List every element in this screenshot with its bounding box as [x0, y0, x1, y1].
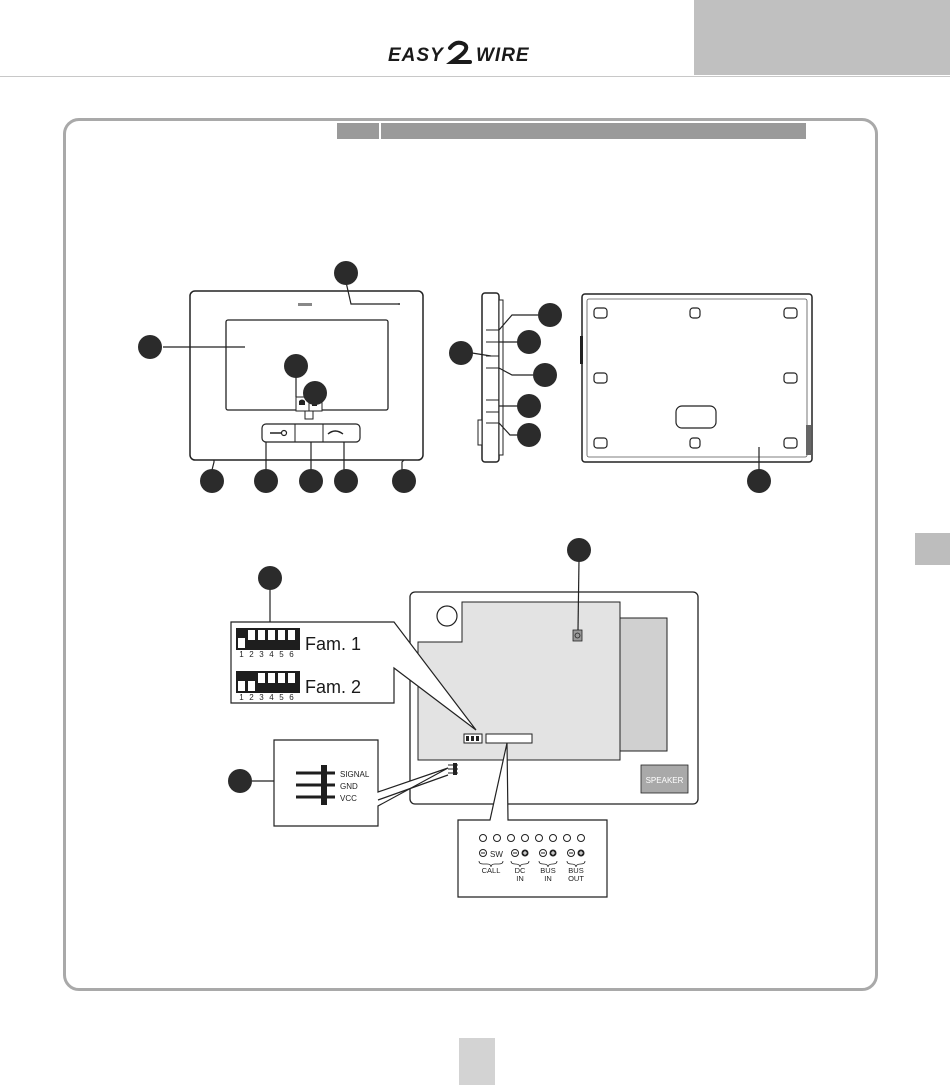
callout-dot [567, 538, 591, 562]
plus-icon [578, 850, 585, 857]
plus-icon [550, 850, 557, 857]
vcc-label: VCC [340, 794, 357, 803]
dip-position-label: 5 [279, 650, 284, 659]
callout-dot [517, 423, 541, 447]
call-label: CALL [482, 866, 501, 875]
dc-in-label: IN [516, 874, 524, 883]
fam-1-label: Fam. 1 [305, 634, 361, 654]
callout-dot [533, 363, 557, 387]
callout-dot [303, 381, 327, 405]
dip-position-label: 2 [249, 693, 254, 702]
dip-position-label: 2 [249, 650, 254, 659]
dip-position-label: 3 [259, 693, 264, 702]
callout-dot [538, 303, 562, 327]
callout-dot [747, 469, 771, 493]
callout-dot [258, 566, 282, 590]
bus-in-sub-label: IN [544, 874, 552, 883]
dip-position-label: 4 [269, 693, 274, 702]
monitor-side-view [449, 293, 562, 462]
gnd-label: GND [340, 782, 358, 791]
bus-out-sub-label: OUT [568, 874, 584, 883]
callout-dot [228, 769, 252, 793]
callout-dot [334, 261, 358, 285]
dip-position-label: 1 [239, 650, 244, 659]
monitor-back-view [580, 294, 812, 493]
callout-dot [200, 469, 224, 493]
plus-icon [522, 850, 529, 857]
dip-position-label: 4 [269, 650, 274, 659]
callout-dot [334, 469, 358, 493]
bell-icon [299, 400, 305, 406]
dip-position-label: 3 [259, 650, 264, 659]
dip-position-label: 1 [239, 693, 244, 702]
monitor-front-view [138, 261, 423, 493]
signal-label: SIGNAL [340, 770, 370, 779]
dip-position-label: 5 [279, 693, 284, 702]
callout-dot [449, 341, 473, 365]
callout-dot [254, 469, 278, 493]
callout-dot [392, 469, 416, 493]
callout-dot [517, 394, 541, 418]
fam-2-label: Fam. 2 [305, 677, 361, 697]
circuit-board: SPEAKER [410, 538, 698, 804]
dip-position-label: 6 [289, 693, 294, 702]
speaker-label: SPEAKER [646, 776, 684, 785]
callout-dot [299, 469, 323, 493]
sw-label: SW [490, 850, 503, 859]
callout-dot [284, 354, 308, 378]
callout-dot [517, 330, 541, 354]
callout-dot [138, 335, 162, 359]
dip-position-label: 6 [289, 650, 294, 659]
